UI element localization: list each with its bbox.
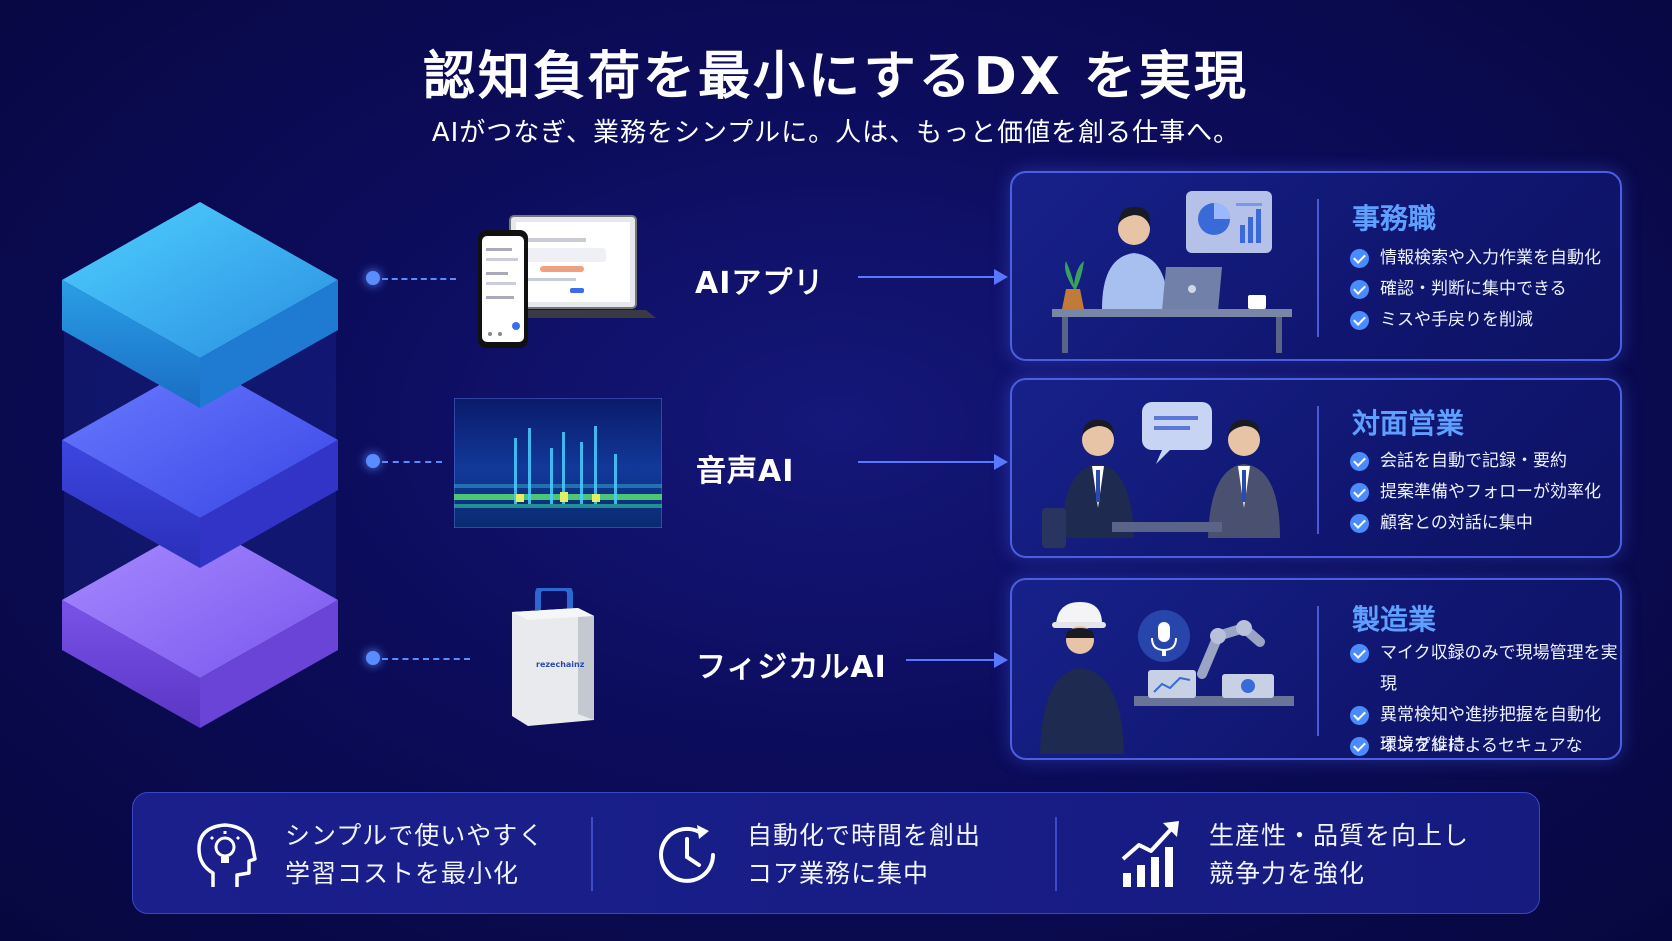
card-manufacturing: 製造業 マイク収録のみで現場管理を実現 異常検知や進捗把握を自動化 オンプレによ… — [1010, 578, 1622, 760]
connector-dot-physical — [366, 651, 380, 665]
connector-line-voice — [382, 461, 442, 463]
list-item: マイク収録のみで現場管理を実現 — [1350, 638, 1620, 700]
card-sales: 対面営業 会話を自動で記録・要約 提案準備やフォローが効率化 顧客との対話に集中 — [1010, 378, 1622, 558]
card-office: 事務職 情報検索や入力作業を自動化 確認・判断に集中できる ミスや手戻りを削減 — [1010, 171, 1622, 361]
row-label-app: AIアプリ — [695, 266, 825, 301]
block-middle — [62, 362, 338, 568]
row-label-physical: フィジカルAI — [696, 650, 887, 685]
check-icon — [1350, 311, 1369, 330]
row-label-voice: 音声AI — [696, 454, 795, 489]
connector-dot-app — [366, 271, 380, 285]
list-item: 異常検知や進捗把握を自動化 — [1350, 700, 1620, 731]
list-item: 情報検索や入力作業を自動化 — [1350, 243, 1601, 274]
list-item: ミスや手戻りを削減 — [1350, 305, 1601, 336]
block-bottom — [62, 522, 338, 728]
lightbulb-head-icon — [197, 823, 257, 887]
check-icon — [1350, 644, 1369, 663]
check-icon — [1350, 280, 1369, 299]
card-divider — [1317, 606, 1319, 736]
check-icon — [1350, 452, 1369, 471]
benefit-divider — [591, 817, 593, 891]
arrow-physical — [906, 652, 1008, 668]
sales-meeting-illustration — [1042, 402, 1280, 548]
check-icon — [1350, 483, 1369, 502]
card-list-sales: 会話を自動で記録・要約 提案準備やフォローが効率化 顧客との対話に集中 — [1350, 446, 1601, 539]
spectrogram-image — [454, 398, 662, 528]
app-devices-image — [478, 215, 656, 348]
benefits-bar: シンプルで使いやすく 学習コストを最小化 自動化で時間を創出 コア業務に集中 生… — [132, 792, 1540, 914]
connector-line-app — [382, 278, 456, 280]
benefit-simple: シンプルで使いやすく 学習コストを最小化 — [189, 793, 589, 915]
device-brand-label: rezechainz — [536, 660, 585, 669]
growth-chart-icon — [1121, 821, 1179, 887]
benefit-text-simple: シンプルで使いやすく 学習コストを最小化 — [285, 821, 545, 888]
check-icon — [1350, 514, 1369, 533]
list-item-continuation: 環境を維持 — [1380, 735, 1465, 755]
block-top — [62, 202, 338, 408]
check-icon — [1350, 706, 1369, 725]
benefit-text-growth: 生産性・品質を向上し 競争力を強化 — [1209, 821, 1470, 888]
benefit-divider — [1055, 817, 1057, 891]
layer-stack-illustration — [62, 202, 338, 728]
clock-icon — [659, 825, 715, 883]
card-title-sales: 対面営業 — [1352, 407, 1465, 440]
card-list-office: 情報検索や入力作業を自動化 確認・判断に集中できる ミスや手戻りを削減 — [1350, 243, 1601, 336]
benefit-time: 自動化で時間を創出 コア業務に集中 — [643, 793, 1043, 915]
arrow-voice — [858, 454, 1008, 470]
card-list-manufacturing: マイク収録のみで現場管理を実現 異常検知や進捗把握を自動化 オンプレによるセキュ… — [1350, 638, 1620, 758]
card-divider — [1317, 406, 1319, 534]
card-divider — [1317, 199, 1319, 337]
benefit-growth: 生産性・品質を向上し 競争力を強化 — [1119, 793, 1519, 915]
list-item: 確認・判断に集中できる — [1350, 274, 1601, 305]
page-subtitle: AIがつなぎ、業務をシンプルに。人は、もっと価値を創る仕事へ。 — [431, 118, 1241, 148]
check-icon — [1350, 249, 1369, 268]
page-title: 認知負荷を最小にするDX を実現 — [423, 47, 1249, 107]
check-icon — [1350, 737, 1369, 756]
factory-worker-illustration — [1040, 602, 1294, 754]
benefit-text-time: 自動化で時間を創出 コア業務に集中 — [747, 821, 982, 888]
office-worker-illustration — [1052, 191, 1292, 353]
connector-dot-voice — [366, 454, 380, 468]
connector-line-physical — [382, 658, 470, 660]
card-title-office: 事務職 — [1352, 202, 1437, 235]
list-item: 顧客との対話に集中 — [1350, 508, 1601, 539]
list-item: 提案準備やフォローが効率化 — [1350, 477, 1601, 508]
card-title-manufacturing: 製造業 — [1352, 603, 1437, 636]
arrow-app — [858, 269, 1008, 285]
edge-device-image: rezechainz — [508, 588, 600, 728]
list-item: オンプレによるセキュアな — [1350, 731, 1620, 758]
list-item: 会話を自動で記録・要約 — [1350, 446, 1601, 477]
